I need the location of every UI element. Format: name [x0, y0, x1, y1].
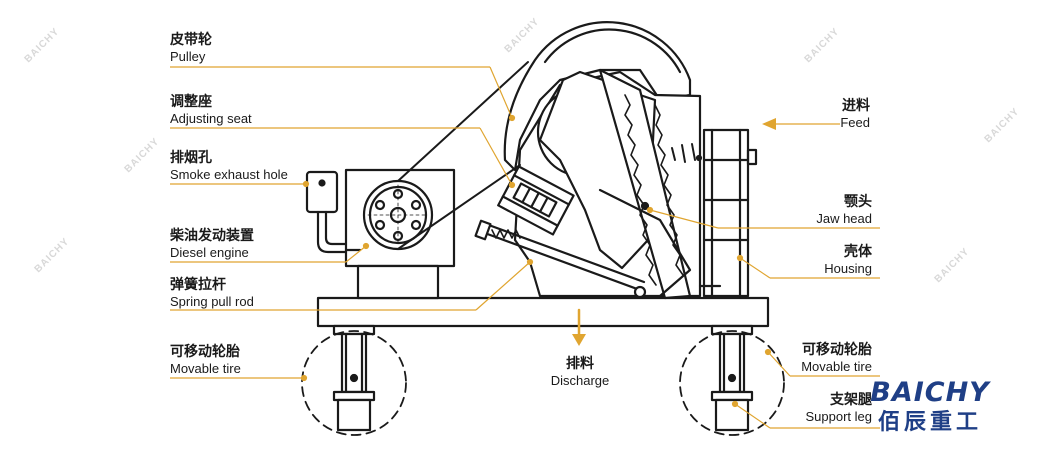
label-zh: 排烟孔 — [170, 149, 212, 165]
label-housing: 壳体 Housing — [780, 242, 872, 277]
label-zh: 柴油发动装置 — [170, 227, 254, 243]
smoke-exhaust — [305, 170, 348, 254]
label-zh: 皮带轮 — [170, 31, 212, 47]
support-leg-right — [710, 324, 754, 432]
brand-logo: BAICHY 佰辰重工 — [860, 378, 1000, 436]
spring-pull-rod — [474, 219, 647, 299]
label-en: Housing — [824, 261, 872, 276]
label-zh: 支架腿 — [830, 391, 872, 407]
label-zh: 进料 — [842, 97, 870, 113]
label-pulley: 皮带轮 Pulley — [170, 30, 212, 65]
movable-tire-left — [301, 330, 407, 436]
label-movable-tire-left: 可移动轮胎 Movable tire — [170, 342, 241, 377]
label-en: Jaw head — [816, 211, 872, 226]
label-zh: 弹簧拉杆 — [170, 276, 226, 292]
label-spring-pull-rod: 弹簧拉杆 Spring pull rod — [170, 275, 254, 310]
label-support-leg: 支架腿 Support leg — [770, 390, 873, 425]
hopper — [702, 128, 750, 298]
label-en: Pulley — [170, 49, 206, 64]
label-en: Feed — [840, 115, 870, 130]
label-zh: 调整座 — [170, 93, 212, 109]
label-zh: 排料 — [566, 355, 594, 371]
label-movable-tire-right: 可移动轮胎 Movable tire — [770, 340, 872, 375]
pulley — [503, 21, 692, 172]
brand-cn: 佰辰重工 — [877, 409, 982, 434]
label-en: Support leg — [805, 409, 873, 424]
label-feed: 进料 Feed — [800, 96, 870, 131]
label-discharge: 排料 Discharge — [530, 354, 630, 389]
diesel-engine — [344, 168, 456, 300]
base-frame — [316, 296, 770, 328]
label-en: Adjusting seat — [170, 111, 252, 126]
label-zh: 可移动轮胎 — [170, 343, 240, 359]
label-en: Movable tire — [170, 361, 241, 376]
brand-name: BAICHY — [870, 377, 990, 408]
label-zh: 可移动轮胎 — [802, 341, 872, 357]
label-adjusting-seat: 调整座 Adjusting seat — [170, 92, 252, 127]
label-smoke-exhaust: 排烟孔 Smoke exhaust hole — [170, 148, 288, 183]
label-en: Smoke exhaust hole — [170, 167, 288, 182]
label-en: Discharge — [550, 373, 610, 388]
label-diesel-engine: 柴油发动装置 Diesel engine — [170, 226, 254, 261]
label-en: Movable tire — [801, 359, 872, 374]
movable-tire-right — [679, 330, 785, 436]
label-jaw-head: 颚头 Jaw head — [780, 192, 872, 227]
label-en: Diesel engine — [170, 245, 249, 260]
label-zh: 壳体 — [844, 243, 872, 259]
label-zh: 颚头 — [844, 193, 872, 209]
support-leg-left — [332, 324, 376, 432]
adjusting-seat — [497, 165, 575, 236]
label-en: Spring pull rod — [170, 294, 254, 309]
